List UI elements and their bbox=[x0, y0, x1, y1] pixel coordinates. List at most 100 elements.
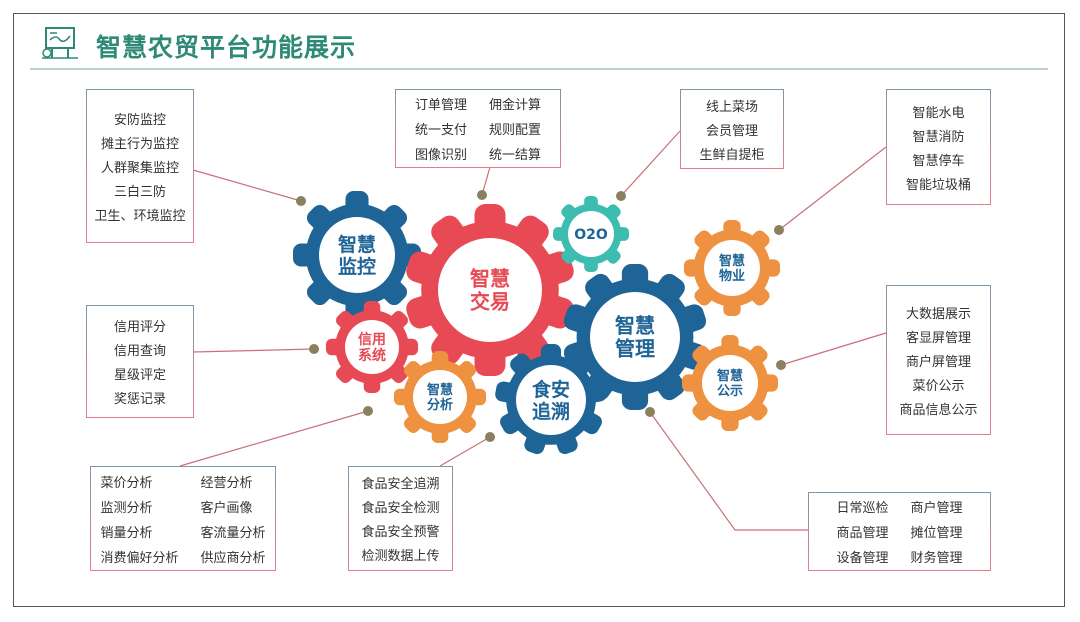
connector-dot bbox=[774, 225, 784, 235]
feature-item: 检测数据上传 bbox=[361, 549, 440, 564]
feature-item: 商品管理 bbox=[836, 526, 889, 541]
gear-label: 系统 bbox=[358, 347, 386, 364]
gear-label: 监控 bbox=[338, 255, 376, 278]
connector-dot bbox=[776, 360, 786, 370]
gear-label: 食安 bbox=[532, 378, 570, 401]
feature-item: 设备管理 bbox=[836, 551, 889, 566]
gear-label: 交易 bbox=[470, 290, 510, 314]
monitor-features-box: 安防监控摊主行为监控人群聚集监控三白三防卫生、环境监控 bbox=[86, 89, 194, 243]
connector-line bbox=[439, 436, 491, 467]
credit-features-box: 信用评分信用查询星级评定奖惩记录 bbox=[86, 305, 194, 418]
connector-dot bbox=[485, 432, 495, 442]
gear-label: 公示 bbox=[717, 384, 743, 399]
publicity-features-box: 大数据展示客显屏管理商户屏管理菜价公示商品信息公示 bbox=[886, 285, 991, 435]
connector-line bbox=[179, 410, 369, 467]
slide-frame bbox=[13, 13, 1065, 607]
feature-item: 食品安全追溯 bbox=[361, 477, 440, 492]
feature-item: 日常巡检 bbox=[836, 501, 889, 516]
feature-item: 商户管理 bbox=[910, 501, 963, 516]
feature-item: 商户屏管理 bbox=[905, 354, 971, 370]
feature-item: 统一结算 bbox=[489, 148, 542, 163]
feature-item: 卫生、环境监控 bbox=[94, 208, 186, 224]
feature-item: 菜价公示 bbox=[912, 378, 965, 394]
feature-item: 会员管理 bbox=[705, 123, 758, 139]
feature-item: 安防监控 bbox=[113, 112, 166, 128]
feature-item: 客显屏管理 bbox=[905, 330, 971, 346]
gear-label: 追溯 bbox=[532, 400, 570, 423]
gear-o2o: O2O bbox=[553, 196, 629, 272]
feature-item: 经营分析 bbox=[200, 475, 253, 491]
connector-dot bbox=[363, 406, 373, 416]
connector-dot bbox=[477, 190, 487, 200]
connector-line bbox=[192, 169, 302, 202]
feature-item: 菜价分析 bbox=[100, 475, 153, 491]
connector-dot bbox=[296, 196, 306, 206]
feature-item: 三白三防 bbox=[113, 184, 166, 200]
food-features-box: 食品安全追溯食品安全检测食品安全预警检测数据上传 bbox=[348, 466, 453, 571]
feature-item: 信用查询 bbox=[113, 344, 166, 359]
feature-item: 信用评分 bbox=[113, 320, 166, 335]
gear-label: 智慧 bbox=[615, 314, 655, 338]
feature-item: 规则配置 bbox=[489, 123, 542, 138]
feature-item: 摊主行为监控 bbox=[100, 136, 179, 152]
feature-item: 商品信息公示 bbox=[899, 402, 978, 418]
gear-label: 智慧 bbox=[717, 368, 743, 384]
feature-item: 生鲜自提柜 bbox=[699, 147, 765, 163]
connector-dot bbox=[309, 344, 319, 354]
gear-label: O2O bbox=[574, 227, 608, 243]
connector-dot bbox=[616, 191, 626, 201]
feature-item: 图像识别 bbox=[414, 148, 467, 163]
feature-item: 智慧消防 bbox=[912, 129, 965, 145]
connector-dot bbox=[645, 407, 655, 417]
feature-item: 客户画像 bbox=[200, 500, 253, 516]
gear-label: 物业 bbox=[719, 268, 745, 284]
feature-item: 订单管理 bbox=[414, 98, 467, 113]
connector-line bbox=[649, 411, 808, 531]
connector-line bbox=[620, 130, 681, 197]
gear-label: 分析 bbox=[427, 397, 453, 413]
gear-label: 智慧 bbox=[338, 233, 376, 256]
feature-item: 佣金计算 bbox=[489, 98, 542, 113]
feature-item: 销量分析 bbox=[100, 525, 153, 541]
feature-item: 大数据展示 bbox=[905, 306, 971, 322]
title-divider bbox=[30, 68, 1048, 70]
feature-item: 统一支付 bbox=[414, 123, 467, 138]
feature-item: 监测分析 bbox=[100, 500, 153, 516]
feature-item: 人群聚集监控 bbox=[100, 160, 179, 176]
connector-line bbox=[778, 146, 887, 231]
feature-item: 摊位管理 bbox=[910, 526, 963, 541]
trade-features-box: 订单管理 佣金计算统一支付 规则配置图像识别 统一结算 bbox=[395, 89, 561, 168]
connector-line bbox=[192, 348, 315, 353]
page-title: 智慧农贸平台功能展示 bbox=[96, 33, 357, 62]
feature-item: 智能垃圾桶 bbox=[905, 177, 971, 193]
o2o-features-box: 线上菜场会员管理生鲜自提柜 bbox=[680, 89, 784, 169]
connector-line bbox=[780, 332, 887, 366]
feature-item: 客流量分析 bbox=[200, 525, 266, 541]
gear-label: 智慧 bbox=[470, 267, 510, 291]
market-board-icon bbox=[42, 27, 78, 59]
feature-item: 消费偏好分析 bbox=[100, 550, 179, 566]
feature-item: 星级评定 bbox=[113, 368, 166, 383]
gear-label: 智慧 bbox=[427, 382, 453, 398]
feature-item: 智能水电 bbox=[912, 105, 965, 121]
gear-label: 管理 bbox=[615, 337, 655, 361]
feature-item: 财务管理 bbox=[910, 551, 963, 566]
feature-item: 奖惩记录 bbox=[113, 392, 166, 407]
feature-item: 食品安全检测 bbox=[361, 501, 440, 516]
feature-item: 线上菜场 bbox=[705, 99, 758, 115]
feature-item: 食品安全预警 bbox=[361, 525, 440, 540]
analysis-features-box: 菜价分析 经营分析监测分析 客户画像销量分析 客流量分析消费偏好分析 供应商分析 bbox=[90, 466, 276, 571]
gear-label: 智慧 bbox=[719, 253, 745, 269]
gear-label: 信用 bbox=[358, 331, 386, 348]
manage-features-box: 日常巡检 商户管理商品管理 摊位管理设备管理 财务管理 bbox=[808, 492, 991, 571]
feature-item: 供应商分析 bbox=[200, 550, 266, 566]
